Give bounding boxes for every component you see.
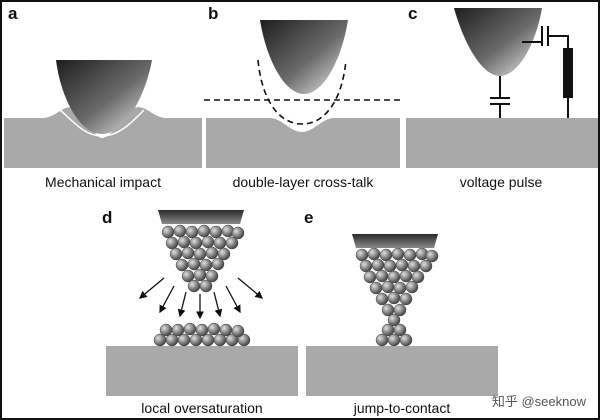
panel-b-illustration	[204, 20, 400, 168]
panel-c-substrate	[406, 118, 598, 168]
panel-b-field-line	[257, 59, 347, 125]
panel-c-illustration	[406, 8, 598, 168]
panel-e-tip-block	[352, 234, 438, 248]
panel-e-particle-bridge	[355, 247, 439, 347]
panel-a-letter: a	[8, 4, 18, 23]
panel-a-illustration	[4, 60, 202, 168]
panel-c-letter: c	[408, 4, 418, 23]
panel-c-resistor	[563, 48, 573, 98]
panel-d-letter: d	[102, 208, 113, 227]
panel-d-particle-cluster	[161, 224, 245, 293]
panel-a-tip	[56, 60, 152, 134]
panel-d-arrows	[139, 277, 263, 320]
panel-e-caption: jump-to-contact	[353, 400, 451, 416]
panel-e-illustration	[306, 234, 498, 396]
panel-b-caption: double-layer cross-talk	[232, 174, 374, 190]
panel-d-deposit-particles	[153, 322, 251, 347]
panel-e-letter: e	[304, 208, 314, 227]
panel-e-substrate	[306, 346, 498, 396]
panel-d-substrate	[106, 346, 298, 396]
panel-d-illustration	[106, 210, 298, 396]
panel-a-substrate	[4, 107, 202, 168]
panel-d-caption: local oversaturation	[141, 400, 263, 416]
panel-c-caption: voltage pulse	[459, 174, 543, 190]
panel-a-caption: Mechanical impact	[45, 174, 161, 190]
panel-b-letter: b	[208, 4, 219, 23]
panel-b-tip	[260, 20, 348, 94]
watermark: 知乎 @seeknow	[491, 394, 586, 409]
panel-d-tip-block	[158, 210, 244, 224]
panel-b-substrate	[206, 118, 400, 168]
panel-c-tip	[454, 8, 542, 76]
